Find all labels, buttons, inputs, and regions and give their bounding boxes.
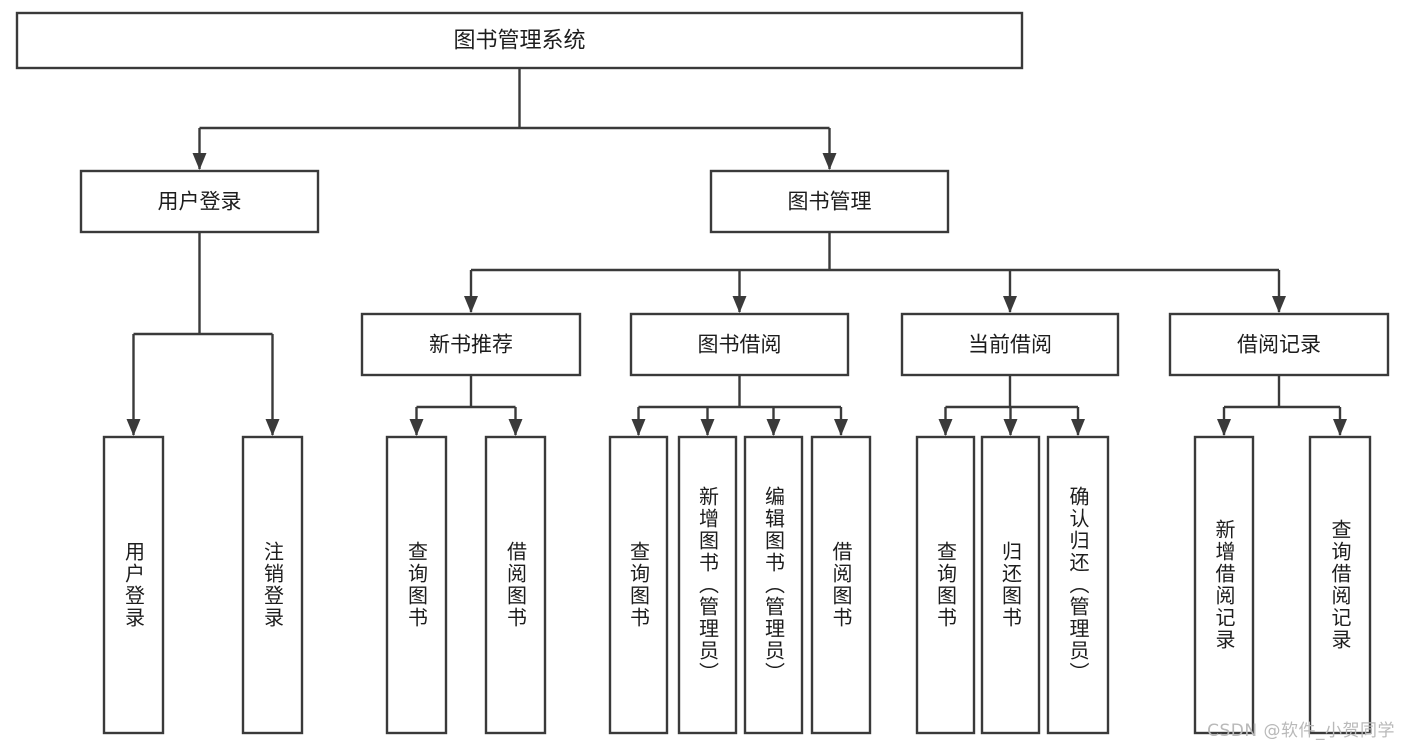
node-box[interactable]	[1168, 312, 1390, 377]
node-box[interactable]	[79, 169, 320, 234]
arrow-head-icon	[834, 419, 848, 436]
arrow-head-icon	[1003, 419, 1018, 436]
arrow-head-icon	[409, 419, 424, 436]
node-box[interactable]	[1308, 435, 1372, 735]
connector-layer	[126, 68, 1347, 436]
node-label-root-0: 图书管理系统	[453, 29, 585, 54]
node-box[interactable]	[810, 435, 872, 735]
arrow-head-icon	[508, 419, 523, 436]
node-leaf-2[interactable]	[385, 435, 448, 735]
node-label-level2-1: 图书管理	[788, 190, 872, 214]
node-box[interactable]	[102, 435, 165, 735]
arrow-head-icon	[1217, 419, 1231, 436]
node-level2-1[interactable]	[709, 169, 950, 234]
arrow-head-icon	[265, 419, 280, 436]
node-box[interactable]	[360, 312, 582, 377]
arrow-head-icon	[938, 419, 953, 436]
node-level2-0[interactable]	[79, 169, 320, 234]
node-leaf-12[interactable]	[1308, 435, 1372, 735]
node-label-level3-3: 借阅记录	[1237, 333, 1321, 357]
arrow-head-icon	[822, 153, 837, 170]
node-box[interactable]	[980, 435, 1041, 735]
arrow-head-icon	[192, 153, 207, 170]
arrow-head-icon	[126, 419, 141, 436]
node-leaf-10[interactable]	[1046, 435, 1110, 735]
node-label-level3-2: 当前借阅	[968, 333, 1052, 357]
csdn-watermark: CSDN @软件_小贺同学	[1207, 721, 1395, 741]
arrow-head-icon	[732, 296, 747, 313]
node-box[interactable]	[709, 169, 950, 234]
node-leaf-5[interactable]	[677, 435, 738, 735]
node-box[interactable]	[484, 435, 547, 735]
node-root-0[interactable]	[15, 11, 1024, 70]
node-level3-0[interactable]	[360, 312, 582, 377]
node-label-level3-0: 新书推荐	[429, 333, 513, 357]
arrow-head-icon	[1272, 296, 1286, 313]
arrow-head-icon	[464, 296, 478, 313]
node-box[interactable]	[385, 435, 448, 735]
arrow-head-icon	[1071, 419, 1085, 436]
node-box[interactable]	[900, 312, 1120, 377]
arrow-head-icon	[631, 419, 646, 436]
node-box[interactable]	[15, 11, 1024, 70]
node-label-level3-1: 图书借阅	[698, 333, 782, 357]
node-leaf-11[interactable]	[1193, 435, 1255, 735]
node-leaf-1[interactable]	[241, 435, 304, 735]
node-leaf-4[interactable]	[608, 435, 669, 735]
node-label-level2-0: 用户登录	[158, 190, 242, 214]
node-leaf-0[interactable]	[102, 435, 165, 735]
node-leaf-9[interactable]	[980, 435, 1041, 735]
node-box[interactable]	[241, 435, 304, 735]
node-box[interactable]	[743, 435, 804, 735]
node-leaf-8[interactable]	[915, 435, 976, 735]
arrow-head-icon	[700, 419, 715, 436]
node-box[interactable]	[1193, 435, 1255, 735]
node-box-layer	[15, 11, 1390, 735]
node-leaf-3[interactable]	[484, 435, 547, 735]
node-leaf-6[interactable]	[743, 435, 804, 735]
node-box[interactable]	[629, 312, 850, 377]
node-leaf-7[interactable]	[810, 435, 872, 735]
node-box[interactable]	[677, 435, 738, 735]
arrow-head-icon	[766, 419, 781, 436]
node-box[interactable]	[1046, 435, 1110, 735]
arrow-head-icon	[1333, 419, 1347, 436]
node-level3-2[interactable]	[900, 312, 1120, 377]
node-box[interactable]	[915, 435, 976, 735]
node-box[interactable]	[608, 435, 669, 735]
node-level3-3[interactable]	[1168, 312, 1390, 377]
node-level3-1[interactable]	[629, 312, 850, 377]
arrow-head-icon	[1003, 296, 1017, 313]
